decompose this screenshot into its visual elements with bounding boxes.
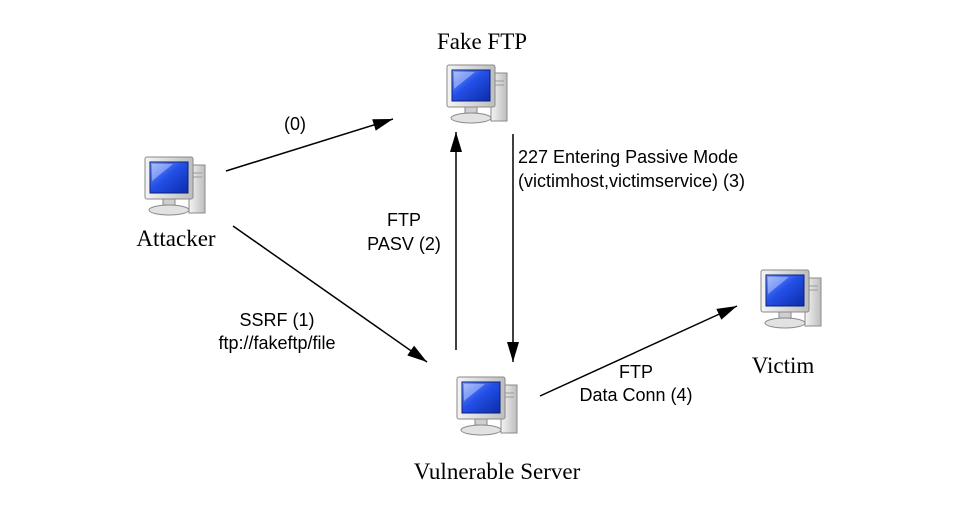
fake-ftp-label: Fake FTP <box>437 29 527 54</box>
edge-label-step4-line1: FTP <box>619 362 653 382</box>
edge-label-step2-line1: FTP <box>387 210 421 230</box>
attacker-label: Attacker <box>136 226 216 251</box>
fake-ftp-computer-icon <box>446 64 508 124</box>
arrow-server-to-victim <box>539 305 738 397</box>
edge-label-step1-line2: ftp://fakeftp/file <box>218 333 335 353</box>
victim-computer-icon <box>760 269 822 329</box>
edge-label-step1-line1: SSRF (1) <box>239 310 314 330</box>
arrow-attacker-to-vulnerable-server <box>232 225 428 363</box>
arrow-attacker-to-fake-ftp <box>225 118 394 172</box>
attacker-computer-icon <box>144 156 206 216</box>
vulnerable-server-label: Vulnerable Server <box>414 459 581 484</box>
edge-label-step4-line2: Data Conn (4) <box>579 385 692 405</box>
edge-label-step2-line2: PASV (2) <box>367 234 441 254</box>
edge-label-step3-line1: 227 Entering Passive Mode <box>518 147 738 167</box>
edge-label-step0: (0) <box>284 114 306 134</box>
victim-label: Victim <box>752 353 815 378</box>
vulnerable-server-computer-icon <box>456 376 518 436</box>
edge-label-step3-line2: (victimhost,victimservice) (3) <box>518 171 745 191</box>
